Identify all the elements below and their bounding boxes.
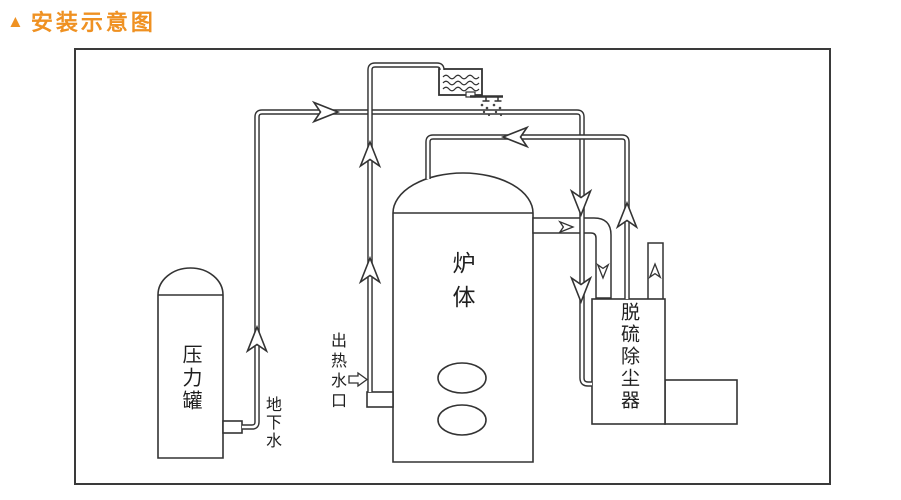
pressure-tank-label: 压力罐 — [179, 344, 201, 413]
flow-arrow-up-icon — [648, 262, 662, 279]
dust-remover-label: 脱硫除尘器 — [618, 302, 639, 412]
spray-droplets-icon — [480, 103, 503, 117]
base-pedestal — [664, 379, 738, 425]
hot-water-outlet-label: 出热水口 — [328, 332, 345, 412]
dust-remover-box — [591, 298, 666, 425]
flow-arrow-down-icon — [569, 275, 593, 305]
groundwater-label: 地下水 — [263, 396, 280, 450]
furnace-label: 炉体 — [449, 251, 475, 319]
groundwater-pipe-core — [242, 110, 592, 429]
flow-arrow-up-icon — [615, 200, 639, 230]
pipes — [242, 62, 630, 430]
water-wave-icon — [442, 74, 480, 80]
flow-arrow-right-icon — [558, 220, 575, 234]
flow-arrow-right-icon — [311, 100, 341, 124]
furnace-port-icon — [437, 404, 487, 436]
triangle-bullet-icon: ▲ — [7, 11, 24, 31]
page-title: ▲ 安装示意图 — [7, 5, 156, 37]
flow-arrow-down-icon — [569, 188, 593, 218]
hot-water-outlet-stub — [366, 391, 394, 408]
hot-water-pipe-core — [368, 63, 444, 392]
water-wave-icon — [442, 86, 480, 92]
flow-arrow-down-icon — [596, 263, 610, 280]
return-pipe-core — [426, 135, 629, 299]
tank-outlet-stub — [222, 420, 243, 434]
flue-duct — [532, 217, 612, 299]
water-wave-icon — [442, 80, 480, 86]
water-tank — [438, 68, 483, 96]
page-title-text: 安装示意图 — [30, 10, 156, 35]
flow-arrow-up-icon — [358, 255, 382, 285]
furnace-port-icon — [437, 362, 487, 394]
spray-nozzles — [465, 91, 503, 102]
label-pointer-arrow-icon — [348, 371, 369, 388]
flow-arrow-up-icon — [358, 139, 382, 169]
flow-arrow-left-icon — [500, 125, 530, 149]
furnace-body — [366, 172, 534, 463]
flow-arrow-up-icon — [245, 324, 269, 354]
